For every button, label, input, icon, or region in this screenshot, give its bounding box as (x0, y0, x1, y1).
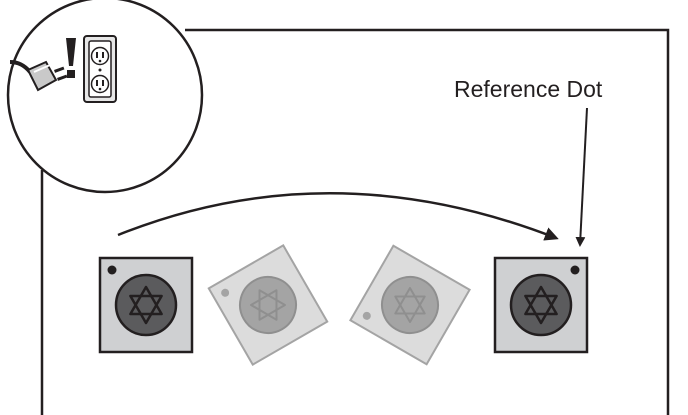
exclamation-icon (66, 38, 76, 78)
reference-dot-label: Reference Dot (454, 76, 603, 102)
reference-dot (107, 265, 117, 275)
star-of-david-icon (524, 285, 558, 325)
reference-dot (570, 265, 580, 275)
panel-outline (40, 28, 670, 415)
unplug-power-warning-icon (6, 0, 204, 194)
star-of-david-icon (250, 289, 286, 321)
rotation-arrow (117, 192, 559, 241)
reference-dot-pointer (575, 107, 588, 247)
knob-start (98, 256, 194, 354)
star-of-david-icon (129, 285, 163, 325)
knob-ghost-1 (207, 244, 329, 366)
knob-ghost-2 (349, 244, 471, 366)
knob-end (493, 256, 589, 354)
wall-outlet-icon (83, 35, 117, 103)
power-plug-icon (9, 60, 68, 92)
star-of-david-icon (394, 287, 426, 323)
